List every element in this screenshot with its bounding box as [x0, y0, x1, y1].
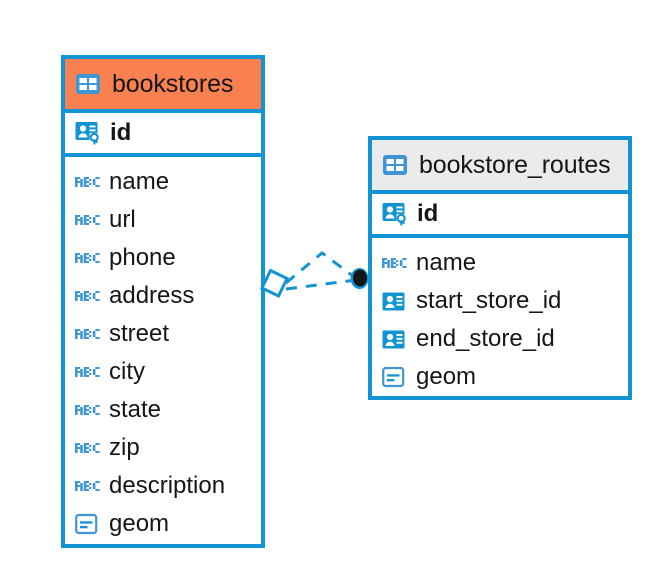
abc-text-icon — [75, 289, 100, 303]
field-label: city — [109, 358, 145, 385]
geometry-icon — [75, 513, 100, 535]
table-icon — [75, 73, 101, 95]
abc-text-icon — [75, 441, 100, 455]
entity-bookstore-routes-fields: name start_store_id — [372, 238, 628, 402]
abc-text-icon — [75, 251, 100, 265]
foreign-key-icon — [382, 329, 407, 350]
diamond-outline-marker — [259, 268, 290, 299]
field-row[interactable]: url — [75, 201, 253, 239]
field-label: name — [416, 249, 477, 276]
entity-bookstores-title: bookstores — [112, 69, 234, 98]
entity-bookstores-fields: name — [65, 157, 261, 549]
geometry-icon — [382, 366, 407, 388]
field-row[interactable]: end_store_id — [382, 320, 620, 358]
field-row[interactable]: state — [75, 391, 253, 429]
field-row[interactable]: geom — [75, 505, 253, 543]
abc-text-icon — [75, 365, 100, 379]
foreign-key-icon — [382, 291, 407, 312]
field-row[interactable]: start_store_id — [382, 282, 620, 320]
field-row[interactable]: address — [75, 277, 253, 315]
field-label: description — [109, 472, 226, 499]
entity-bookstore-routes-header[interactable]: bookstore_routes — [372, 140, 628, 190]
field-label: state — [109, 396, 162, 423]
field-row[interactable]: zip — [75, 429, 253, 467]
field-label: start_store_id — [416, 287, 562, 314]
entity-bookstore-routes-primary-key-row[interactable]: id — [372, 190, 628, 238]
field-row[interactable]: street — [75, 315, 253, 353]
filled-dot-marker — [350, 268, 369, 289]
entity-bookstores[interactable]: bookstores id — [61, 55, 265, 548]
abc-text-icon — [75, 175, 100, 189]
abc-text-icon — [75, 213, 100, 227]
field-row[interactable]: city — [75, 353, 253, 391]
entity-bookstore-routes[interactable]: bookstore_routes id — [368, 136, 632, 400]
field-label: address — [109, 282, 195, 309]
field-label: zip — [109, 434, 140, 461]
entity-bookstores-primary-key-row[interactable]: id — [65, 109, 261, 157]
field-row[interactable]: name — [75, 163, 253, 201]
relationship-dashed-lines — [285, 251, 358, 291]
field-row[interactable]: geom — [382, 358, 620, 396]
field-row[interactable]: phone — [75, 239, 253, 277]
field-label: end_store_id — [416, 325, 555, 352]
abc-text-icon — [75, 403, 100, 417]
primary-key-icon — [382, 202, 410, 226]
abc-text-icon — [382, 256, 407, 270]
primary-key-icon — [75, 121, 103, 145]
field-row[interactable]: description — [75, 467, 253, 505]
field-label: geom — [109, 510, 170, 537]
entity-bookstore-routes-primary-key-label: id — [417, 200, 439, 227]
abc-text-icon — [75, 479, 100, 493]
entity-bookstores-header[interactable]: bookstores — [65, 59, 261, 109]
field-label: phone — [109, 244, 176, 271]
field-label: name — [109, 168, 170, 195]
table-icon — [382, 154, 408, 176]
entity-bookstore-routes-title: bookstore_routes — [419, 150, 611, 179]
field-label: street — [109, 320, 170, 347]
field-label: geom — [416, 363, 477, 390]
field-row[interactable]: name — [382, 244, 620, 282]
field-label: url — [109, 206, 136, 233]
abc-text-icon — [75, 327, 100, 341]
entity-bookstores-primary-key-label: id — [110, 119, 132, 146]
